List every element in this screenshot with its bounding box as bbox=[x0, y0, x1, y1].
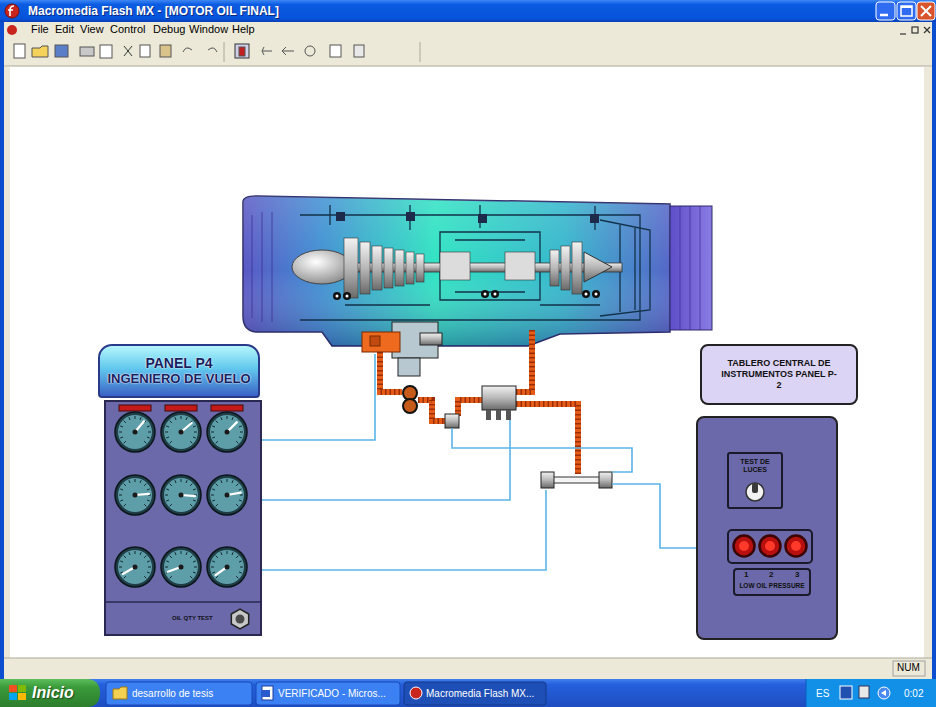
engine-tag bbox=[119, 405, 151, 411]
system-tray bbox=[806, 679, 936, 707]
window-frame bbox=[932, 22, 936, 679]
menu-item: Help bbox=[232, 23, 255, 36]
oil-gauge bbox=[207, 547, 247, 587]
oil-pump bbox=[403, 386, 417, 413]
engine-illustration bbox=[243, 196, 712, 376]
stage-margin bbox=[924, 67, 932, 658]
menu-bar bbox=[0, 22, 936, 38]
flash-icon bbox=[410, 687, 422, 699]
test-button bbox=[231, 609, 248, 629]
panel-header: TABLERO CENTRAL DE INSTRUMENTOS PANEL P-… bbox=[700, 344, 858, 405]
warning-lamp bbox=[791, 541, 801, 551]
taskbar-button-label: desarrollo de tesis bbox=[132, 688, 213, 700]
status-indicator: NUM bbox=[897, 662, 920, 674]
gauge-array bbox=[106, 402, 260, 634]
taskbar-button-label: VERIFICADO - Micros... bbox=[278, 688, 386, 700]
menu-item: Control bbox=[110, 23, 145, 36]
oil-filter bbox=[445, 414, 459, 428]
engine-tag bbox=[211, 405, 243, 411]
menu-item: Debug bbox=[153, 23, 185, 36]
start-button bbox=[0, 679, 100, 707]
taskbar-button-active bbox=[404, 682, 546, 705]
lamp-housing bbox=[728, 530, 812, 563]
word-icon bbox=[262, 686, 273, 700]
pressure-transmitter bbox=[541, 472, 612, 488]
lamp-number: 3 bbox=[795, 570, 799, 579]
instrument-panel: TEST DE LUCES 1 2 3LOW OIL PRESSURE bbox=[696, 416, 838, 640]
test-switch-box: TEST DE LUCES bbox=[727, 452, 783, 509]
switch-label: TEST DE LUCES bbox=[738, 458, 772, 474]
menu-item: Edit bbox=[55, 23, 74, 36]
oil-tank-cap bbox=[370, 336, 380, 346]
oil-gauge bbox=[115, 475, 155, 515]
panel-header: PANEL P4INGENIERO DE VUELO bbox=[98, 344, 260, 398]
oil-gauge bbox=[161, 547, 201, 587]
toolbar bbox=[0, 38, 936, 66]
menu-item: View bbox=[80, 23, 104, 36]
lamp-number: 2 bbox=[769, 570, 773, 579]
oil-lines bbox=[380, 330, 578, 474]
warning-lamp bbox=[786, 536, 807, 557]
oil-gauge bbox=[161, 475, 201, 515]
window-buttons bbox=[876, 2, 935, 20]
taskbar-button-label: Macromedia Flash MX... bbox=[426, 688, 534, 700]
panel-title: PANEL P4 bbox=[145, 355, 212, 371]
stage-margin bbox=[4, 67, 10, 658]
oil-gauge bbox=[115, 412, 155, 452]
warning-lamp bbox=[760, 536, 781, 557]
toolbar-icons bbox=[14, 42, 420, 62]
oil-tank bbox=[362, 332, 400, 352]
oil-gauge bbox=[207, 475, 247, 515]
warning-lamp bbox=[765, 541, 775, 551]
oil-gauge bbox=[207, 412, 247, 452]
word-icon bbox=[262, 690, 270, 697]
lamp-number: 1 bbox=[744, 570, 748, 579]
panel-divider bbox=[106, 601, 260, 603]
folder-icon bbox=[113, 687, 127, 699]
status-bar-border bbox=[4, 658, 932, 659]
signal-wires bbox=[262, 354, 698, 570]
system-tray-border bbox=[806, 679, 807, 707]
tray-icons bbox=[840, 686, 890, 699]
panel-title: TABLERO CENTRAL DE INSTRUMENTOS PANEL P-… bbox=[720, 358, 838, 392]
menu-item: File bbox=[31, 23, 49, 36]
toolbar-border bbox=[0, 66, 936, 67]
window-title: Macromedia Flash MX - [MOTOR OIL FINAL] bbox=[28, 4, 279, 18]
app-icon-glyph bbox=[8, 6, 14, 16]
lamp-caption: LOW OIL PRESSURE bbox=[739, 582, 804, 589]
status-pane bbox=[893, 661, 925, 676]
warning-lamp bbox=[734, 536, 755, 557]
document-icon bbox=[7, 25, 17, 35]
oil-cooler bbox=[482, 386, 516, 420]
taskbar-button bbox=[106, 682, 252, 705]
test-button bbox=[236, 615, 245, 624]
taskbar bbox=[0, 679, 936, 707]
start-button-label: Inicio bbox=[32, 683, 74, 702]
warning-lamps bbox=[698, 418, 836, 638]
taskbar-button bbox=[256, 682, 400, 705]
menu-item: Window bbox=[189, 23, 228, 36]
clock: 0:02 bbox=[904, 688, 923, 700]
warning-lamp bbox=[739, 541, 749, 551]
engine-tag bbox=[165, 405, 197, 411]
document-window-buttons bbox=[900, 27, 930, 34]
oil-gauge bbox=[161, 412, 201, 452]
windows-logo bbox=[9, 685, 26, 700]
status-bar bbox=[4, 658, 932, 679]
title-bar bbox=[0, 0, 936, 22]
gauge-panel: OIL QTY TEST bbox=[104, 400, 262, 636]
panel-subtitle: INGENIERO DE VUELO bbox=[107, 372, 250, 387]
language-indicator: ES bbox=[816, 688, 829, 700]
oil-gauge bbox=[115, 547, 155, 587]
lamp-label-box: 1 2 3LOW OIL PRESSURE bbox=[733, 568, 811, 596]
button-label: OIL QTY TEST bbox=[172, 615, 213, 622]
app-icon bbox=[5, 4, 19, 18]
window-frame bbox=[0, 22, 4, 679]
